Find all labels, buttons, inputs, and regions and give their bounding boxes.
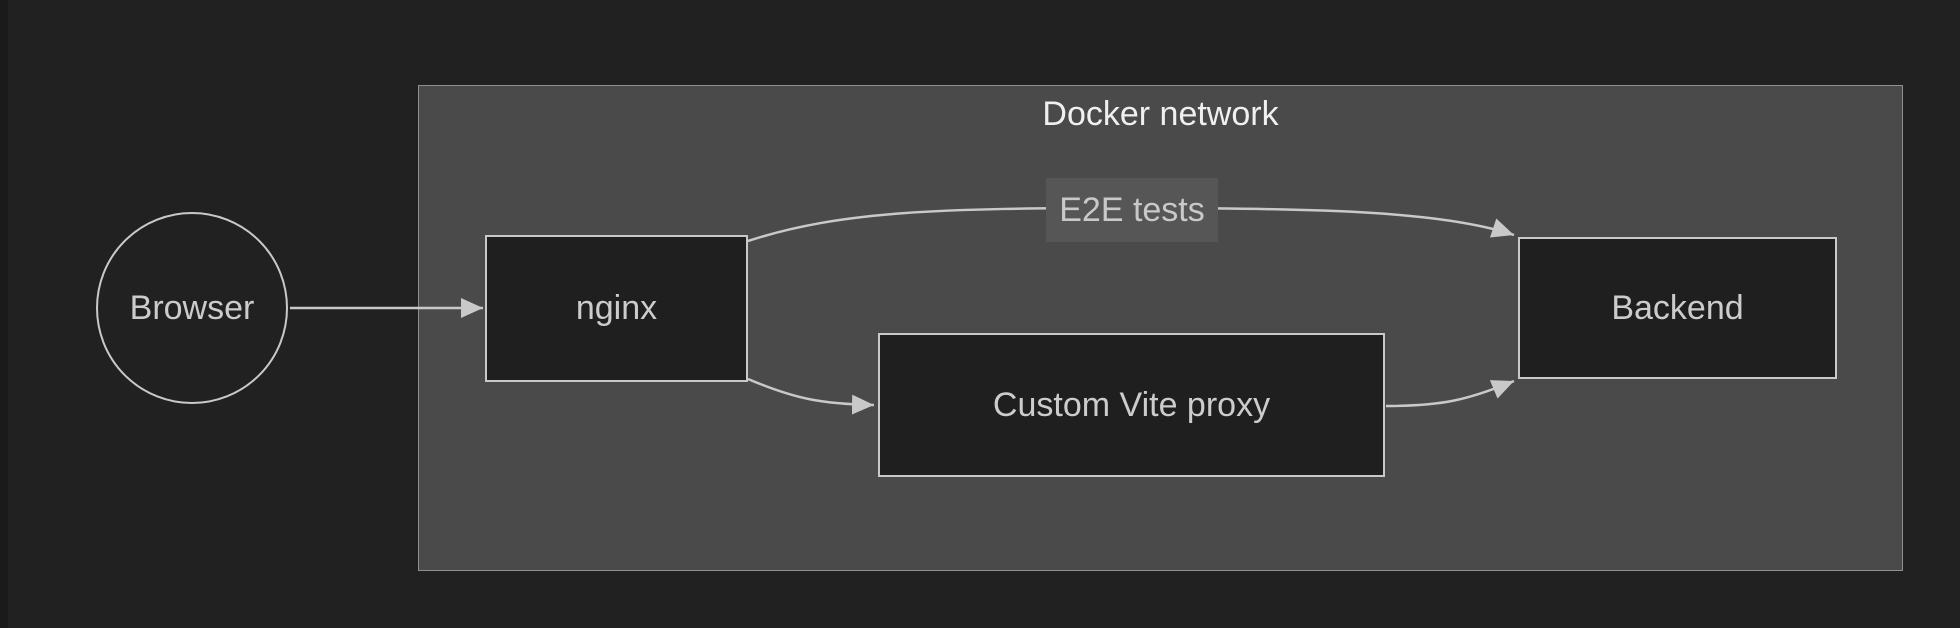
backend-node: Backend [1518, 237, 1837, 379]
backend-node-label: Backend [1611, 288, 1744, 327]
vite-proxy-node: Custom Vite proxy [878, 333, 1385, 477]
vite-proxy-node-label: Custom Vite proxy [992, 385, 1271, 424]
edge-vite-proxy-to-backend [1385, 379, 1515, 408]
nginx-node-label: nginx [575, 289, 658, 327]
edge-label-e2e-tests: E2E tests [1046, 178, 1218, 242]
edge-nginx-to-vite-proxy [747, 377, 875, 415]
nginx-node: nginx [485, 235, 748, 382]
browser-node-label: Browser [129, 288, 255, 327]
browser-node: Browser [96, 212, 288, 404]
cluster-title: Docker network [1042, 95, 1279, 133]
window-edge-strip [0, 0, 8, 628]
